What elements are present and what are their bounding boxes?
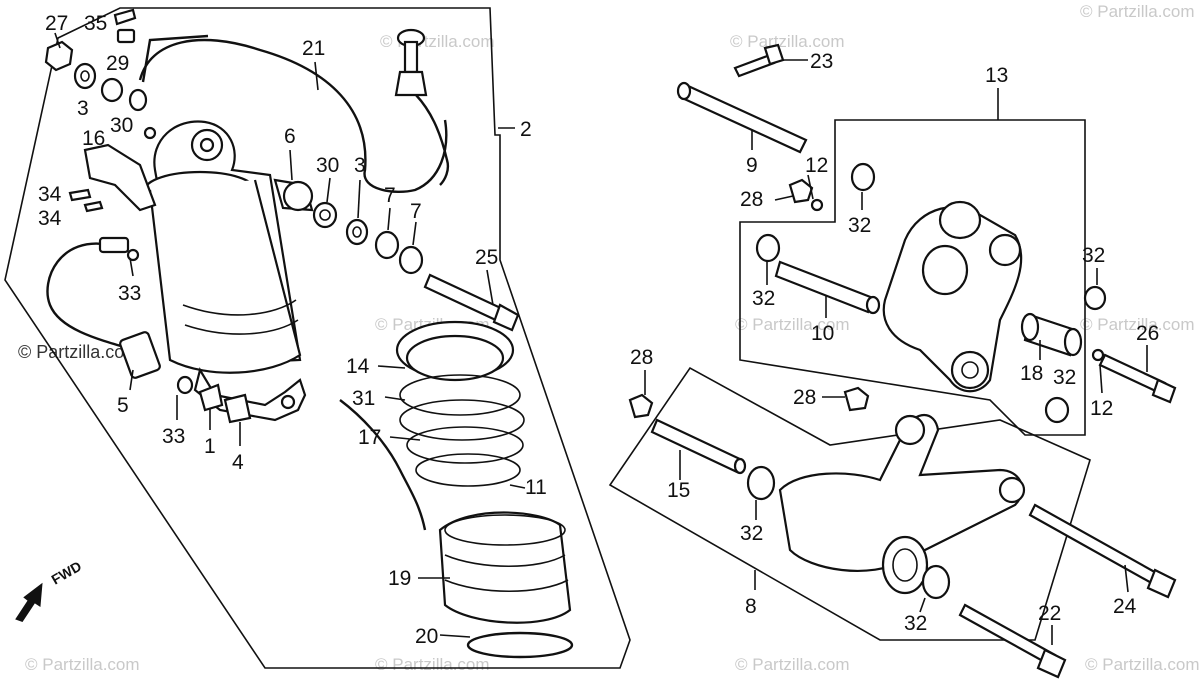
washer-12 bbox=[1091, 348, 1105, 362]
callout-28: 28 bbox=[793, 386, 816, 409]
callout-7: 7 bbox=[384, 184, 396, 207]
bolt-24 bbox=[1028, 503, 1177, 599]
watermark-text-dark: © Partzilla.com bbox=[18, 342, 139, 362]
hose-fitting-top bbox=[141, 34, 209, 83]
pivot-collar-15 bbox=[650, 418, 747, 475]
spring-assembly bbox=[339, 320, 574, 659]
callout-7: 7 bbox=[410, 200, 422, 223]
callout-12: 12 bbox=[1090, 397, 1113, 420]
leader-lines bbox=[54, 32, 1148, 645]
callout-14: 14 bbox=[346, 355, 370, 378]
callout-32: 32 bbox=[740, 522, 763, 545]
seal-32d bbox=[1044, 396, 1070, 424]
watermark-text: © Partzilla.com bbox=[380, 32, 495, 51]
callout-25: 25 bbox=[475, 246, 498, 269]
bolt-22 bbox=[958, 603, 1067, 679]
callout-29: 29 bbox=[106, 52, 129, 75]
hose-fitting-lower bbox=[98, 236, 161, 379]
callout-27: 27 bbox=[45, 12, 68, 35]
callout-2: 2 bbox=[520, 118, 532, 141]
linkage-group-outline bbox=[739, 119, 1086, 436]
callout-26: 26 bbox=[1136, 322, 1159, 345]
bolt-23 bbox=[733, 43, 785, 78]
lower-hose bbox=[46, 242, 136, 352]
callout-33: 33 bbox=[118, 282, 141, 305]
watermark-text: © Partzilla.com bbox=[730, 32, 845, 51]
shock-absorber bbox=[143, 120, 307, 422]
callout-32: 32 bbox=[1082, 244, 1105, 267]
watermark-text: © Partzilla.com bbox=[1080, 2, 1195, 21]
adjuster-knob bbox=[394, 28, 450, 186]
callout-28: 28 bbox=[630, 346, 653, 369]
callout-32: 32 bbox=[848, 214, 871, 237]
callout-15: 15 bbox=[667, 479, 690, 502]
watermark-text: © Partzilla.com bbox=[735, 655, 850, 674]
callout-4: 4 bbox=[232, 451, 244, 474]
callout-13: 13 bbox=[985, 64, 1008, 87]
collar-10 bbox=[774, 260, 881, 315]
callout-20: 20 bbox=[415, 625, 438, 648]
callout-8: 8 bbox=[745, 595, 757, 618]
reservoir-hose bbox=[138, 38, 448, 193]
forward-direction-indicator: FWD bbox=[15, 558, 85, 623]
nut-28-mid bbox=[843, 386, 870, 412]
cushion-arm-outline bbox=[608, 366, 1091, 641]
nut-28-left bbox=[628, 393, 654, 419]
callout-30: 30 bbox=[110, 114, 133, 137]
callout-6: 6 bbox=[284, 125, 296, 148]
callout-32: 32 bbox=[1053, 366, 1076, 389]
seal-32b bbox=[755, 233, 781, 263]
bolt-25 bbox=[423, 273, 520, 332]
callout-10: 10 bbox=[811, 322, 834, 345]
seal-32f bbox=[921, 564, 951, 600]
seal-32c bbox=[1083, 285, 1107, 311]
callout-17: 17 bbox=[358, 426, 381, 449]
callout-31: 31 bbox=[352, 387, 375, 410]
nut-28-upper bbox=[788, 178, 824, 212]
bushing-18 bbox=[1020, 312, 1083, 357]
callout-35: 35 bbox=[84, 12, 107, 35]
callout-labels: 27 35 29 3 30 16 34 34 33 5 33 1 4 21 2 … bbox=[38, 12, 1159, 648]
seal-32e bbox=[746, 465, 776, 501]
callout-3: 3 bbox=[354, 154, 366, 177]
callout-3: 3 bbox=[77, 97, 89, 120]
watermark-text: © Partzilla.com bbox=[375, 655, 490, 674]
callout-23: 23 bbox=[810, 50, 833, 73]
watermark-text: © Partzilla.com bbox=[1085, 655, 1200, 674]
callout-16: 16 bbox=[82, 127, 105, 150]
callout-1: 1 bbox=[204, 435, 216, 458]
callout-28: 28 bbox=[740, 188, 763, 211]
seal-32a bbox=[850, 162, 876, 192]
middle-bushings bbox=[273, 178, 424, 275]
watermark-text: © Partzilla.com bbox=[1080, 315, 1195, 334]
shock-assembly-outline bbox=[4, 7, 631, 669]
watermark-text: © Partzilla.com bbox=[25, 655, 140, 674]
fwd-label: FWD bbox=[49, 558, 85, 588]
callout-34: 34 bbox=[38, 183, 62, 206]
pivot-shaft-9 bbox=[676, 81, 808, 154]
upper-left-hardware bbox=[44, 8, 252, 424]
callout-32: 32 bbox=[752, 287, 775, 310]
callout-22: 22 bbox=[1038, 602, 1061, 625]
bolt-26 bbox=[1098, 353, 1177, 404]
callout-33: 33 bbox=[162, 425, 185, 448]
callout-34: 34 bbox=[38, 207, 62, 230]
callout-19: 19 bbox=[388, 567, 411, 590]
callout-21: 21 bbox=[302, 37, 325, 60]
callout-5: 5 bbox=[117, 394, 129, 417]
callout-32: 32 bbox=[904, 612, 927, 635]
callout-12: 12 bbox=[805, 154, 828, 177]
callout-30: 30 bbox=[316, 154, 339, 177]
callout-11: 11 bbox=[525, 476, 547, 499]
callout-24: 24 bbox=[1113, 595, 1137, 618]
watermark-text: © Partzilla.com bbox=[735, 315, 850, 334]
callout-9: 9 bbox=[746, 154, 758, 177]
link-13 bbox=[882, 200, 1023, 393]
cushion-arm-8 bbox=[778, 413, 1026, 595]
callout-18: 18 bbox=[1020, 362, 1043, 385]
